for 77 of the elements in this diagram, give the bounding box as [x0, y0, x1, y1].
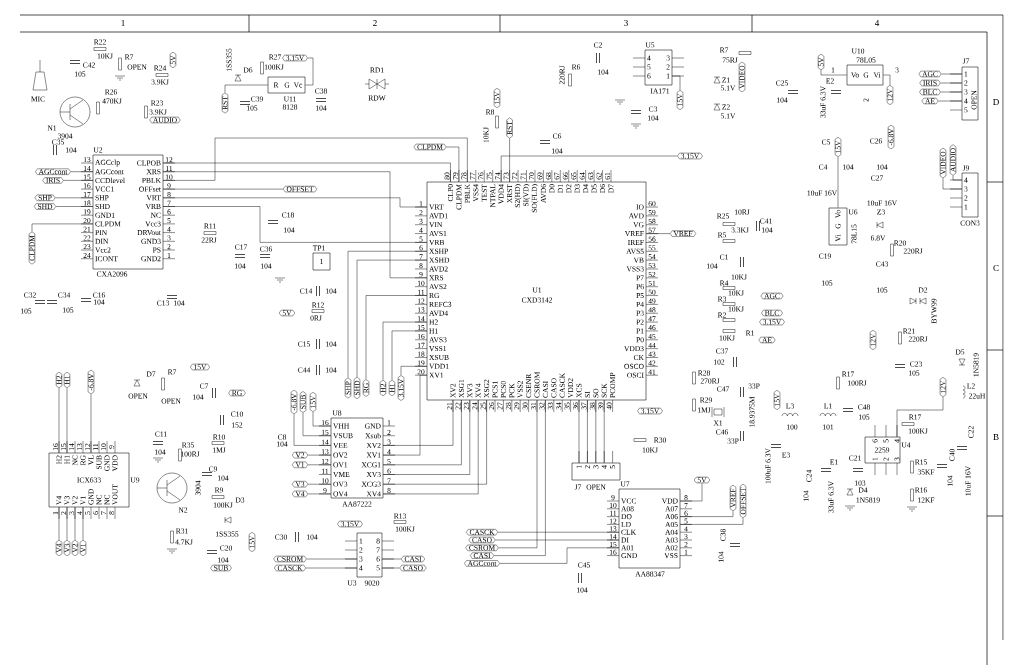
- wire: [163, 188, 284, 190]
- zone-label: 4: [874, 20, 880, 26]
- wire: [578, 400, 580, 463]
- wire: [302, 412, 331, 436]
- wire: [74, 507, 76, 541]
- wire: [356, 259, 427, 378]
- wire: [82, 507, 84, 541]
- wire: [383, 400, 487, 485]
- wire: [940, 82, 962, 84]
- wire: [495, 539, 619, 541]
- wire: [163, 137, 468, 182]
- wire: [66, 507, 68, 541]
- wire: [896, 396, 944, 437]
- wire: [382, 558, 402, 560]
- zone-label: C: [993, 265, 999, 272]
- wire: [55, 206, 93, 207]
- wire: [163, 197, 427, 208]
- wire: [603, 400, 605, 463]
- wire: [383, 400, 454, 446]
- wire: [383, 374, 427, 456]
- wire: [680, 510, 734, 517]
- wire: [58, 387, 60, 453]
- wire: [672, 75, 681, 91]
- wire: [31, 223, 93, 232]
- wire: [587, 400, 588, 463]
- wire: [382, 321, 427, 381]
- wire: [305, 567, 357, 569]
- wire: [383, 400, 471, 475]
- wire: [509, 138, 510, 182]
- wire: [382, 567, 400, 569]
- wire: [646, 233, 671, 234]
- wire: [55, 197, 93, 199]
- wire: [680, 517, 744, 525]
- wire: [90, 393, 92, 453]
- wire: [306, 558, 357, 560]
- wire: [938, 100, 962, 102]
- wire: [820, 69, 847, 76]
- zone-label: 2: [373, 20, 377, 26]
- zone-label: 3: [624, 20, 628, 27]
- zone-label: B: [993, 434, 999, 440]
- wire: [883, 74, 891, 86]
- wire: [941, 73, 962, 75]
- wire: [307, 484, 331, 485]
- wire: [400, 366, 427, 376]
- wire: [58, 507, 60, 541]
- wire: [365, 295, 427, 380]
- wire: [837, 156, 839, 208]
- wire: [497, 532, 619, 533]
- wire: [312, 411, 331, 427]
- wire: [224, 84, 268, 93]
- wire: [305, 57, 314, 86]
- wire: [500, 155, 678, 182]
- wire: [383, 400, 479, 495]
- wire: [680, 482, 703, 502]
- wire: [391, 330, 427, 381]
- wire: [163, 162, 451, 182]
- wire: [493, 400, 546, 556]
- wire: [163, 171, 427, 279]
- wire: [307, 493, 331, 495]
- wire: [595, 400, 597, 463]
- wire: [307, 454, 331, 456]
- wire: [66, 387, 68, 453]
- zone-label: 1: [121, 20, 125, 26]
- wire: [940, 91, 962, 93]
- wire: [307, 464, 331, 466]
- wire: [293, 413, 331, 446]
- wire: [498, 400, 538, 549]
- wire: [163, 206, 427, 243]
- wire: [499, 547, 619, 564]
- wire: [952, 175, 962, 181]
- zone-label: D: [993, 99, 999, 105]
- wire: [942, 177, 962, 190]
- wire: [70, 171, 93, 172]
- wire: [347, 251, 427, 378]
- wire: [63, 180, 93, 181]
- wire: [446, 146, 460, 182]
- wire: [383, 400, 462, 466]
